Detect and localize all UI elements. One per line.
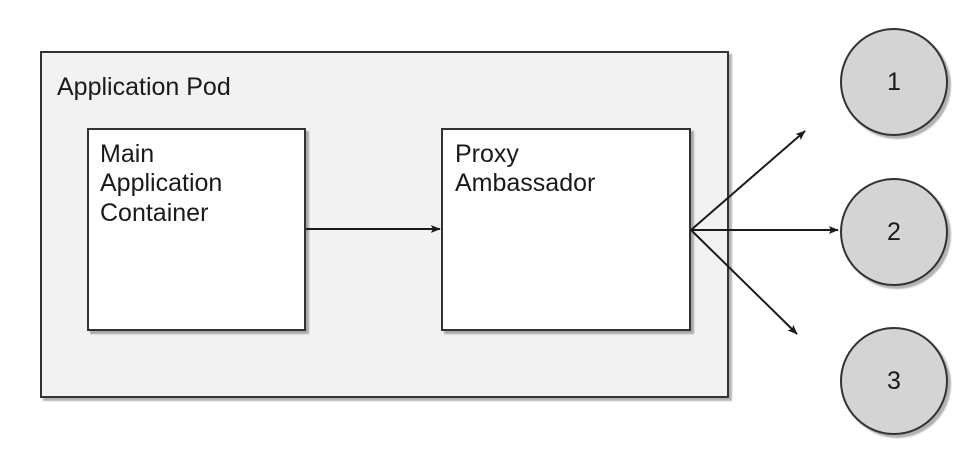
endpoint-circle-2 [840,178,948,286]
endpoint-circle-3 [840,327,948,435]
main-application-container-box [87,128,306,331]
connector-proxy-to-endpoint-3 [690,229,798,335]
endpoint-circle-1 [840,28,948,136]
proxy-ambassador-box [441,128,691,331]
connector-proxy-to-endpoint-1 [690,130,806,231]
